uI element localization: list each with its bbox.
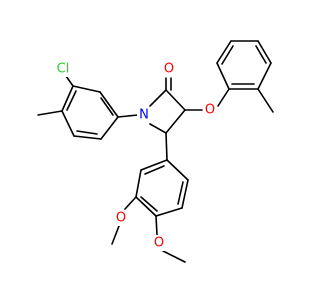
bond — [99, 91, 119, 118]
methoxy-oxygen-label-2: O — [154, 236, 164, 251]
bond — [124, 196, 137, 210]
tolyl-ring — [216, 40, 272, 90]
bond — [73, 135, 102, 140]
bond — [76, 130, 98, 135]
bond — [100, 97, 114, 116]
atom-label-n: N — [137, 107, 152, 123]
atom-label-o-carbonyl: O — [162, 61, 176, 77]
bond — [155, 215, 158, 236]
bond — [162, 250, 186, 263]
bond — [181, 179, 189, 209]
bond — [140, 159, 168, 171]
bond — [135, 196, 157, 217]
atom-label-o-ether: O — [203, 102, 217, 118]
bond — [257, 62, 272, 90]
dimethoxyphenyl-ring — [135, 159, 189, 217]
bond — [221, 45, 234, 65]
bond — [100, 116, 119, 140]
bond — [117, 114, 139, 118]
bond — [149, 123, 167, 134]
bond — [61, 110, 75, 137]
bond — [177, 181, 184, 205]
bond — [61, 85, 74, 112]
bond — [72, 85, 101, 93]
methoxy-oxygen-label-1: O — [116, 211, 126, 226]
bond — [65, 75, 74, 87]
ether-oxygen-label: O — [205, 103, 215, 118]
molecule-structure: Cl O N O O O — [37, 40, 274, 263]
bond — [216, 62, 230, 90]
bond — [217, 88, 230, 107]
bond — [166, 159, 189, 181]
bond — [165, 109, 186, 134]
atom-label-cl: Cl — [53, 61, 75, 77]
bond — [255, 45, 267, 64]
bond — [66, 90, 77, 111]
bond — [155, 207, 183, 217]
atom-label-o-methoxy2: O — [152, 235, 166, 251]
bond — [140, 196, 158, 212]
bond — [37, 110, 63, 116]
bond — [165, 132, 168, 161]
bond — [144, 165, 165, 175]
molecule-canvas: Cl O N O O O — [37, 40, 274, 263]
nitrogen-label: N — [139, 108, 149, 123]
bond — [165, 89, 186, 111]
bond — [149, 89, 167, 107]
chloromethylphenyl-ring — [61, 85, 119, 140]
chlorine-label: Cl — [57, 62, 70, 77]
bond — [257, 40, 272, 64]
bond — [257, 88, 274, 113]
carbonyl-oxygen-label: O — [164, 62, 174, 77]
bond — [135, 169, 142, 198]
bond — [216, 40, 232, 64]
atom-label-o-methoxy1: O — [114, 210, 128, 226]
azetidinone-ring — [149, 89, 186, 134]
bond — [111, 225, 120, 245]
